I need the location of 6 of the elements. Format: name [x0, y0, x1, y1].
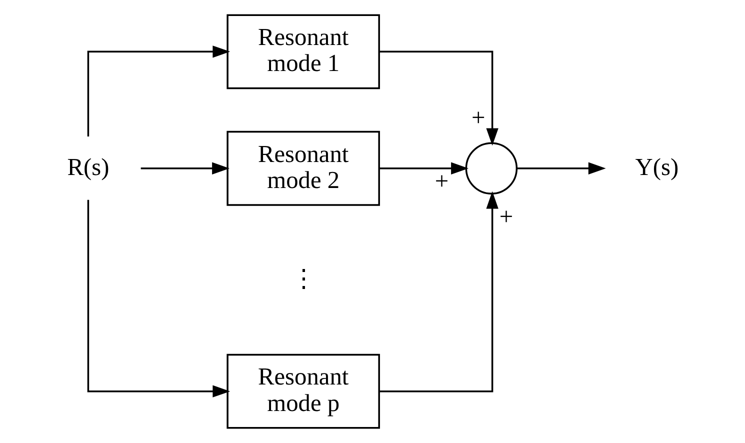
node-text: Y(s)	[634, 154, 678, 181]
edge-label: +	[471, 104, 485, 132]
label: ⋮	[290, 265, 315, 292]
edge-label: +	[498, 204, 513, 231]
node-text: R(s)	[66, 154, 109, 181]
edge-label: +	[434, 168, 448, 195]
